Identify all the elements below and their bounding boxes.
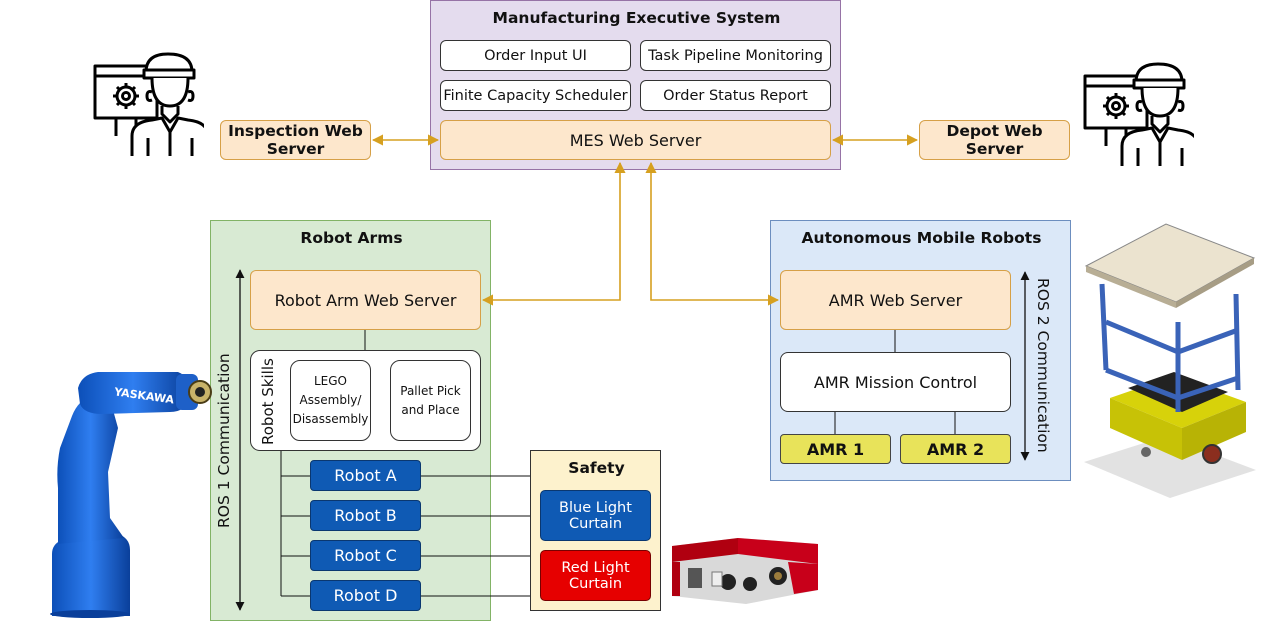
skill-pallet-pick-place[interactable]: Pallet Pick and Place <box>390 360 471 441</box>
order-status-report-box[interactable]: Order Status Report <box>640 80 831 111</box>
amr-1-button[interactable]: AMR 1 <box>780 434 891 464</box>
operator-left-icon <box>93 52 204 156</box>
robot-arm-web-server[interactable]: Robot Arm Web Server <box>250 270 481 330</box>
robot-a-button[interactable]: Robot A <box>310 460 421 491</box>
robot-arms-title: Robot Arms <box>300 229 403 247</box>
finite-capacity-scheduler-box[interactable]: Finite Capacity Scheduler <box>440 80 631 111</box>
task-pipeline-monitoring-box[interactable]: Task Pipeline Monitoring <box>640 40 831 71</box>
amr-2-button[interactable]: AMR 2 <box>900 434 1011 464</box>
safety-cell-image <box>672 538 818 604</box>
ros2-communication-label: ROS 2 Communication <box>1034 278 1052 453</box>
skill-lego-assembly[interactable]: LEGO Assembly/ Disassembly <box>290 360 371 441</box>
red-light-curtain[interactable]: Red Light Curtain <box>540 550 651 601</box>
ros1-communication-label: ROS 1 Communication <box>215 353 233 528</box>
yaskawa-robot-arm-image: YASKAWA <box>50 372 212 618</box>
amr-title: Autonomous Mobile Robots <box>801 229 1042 247</box>
robot-skills-label: Robot Skills <box>259 358 277 445</box>
order-input-ui-box[interactable]: Order Input UI <box>440 40 631 71</box>
mes-amr-link <box>645 161 780 306</box>
safety-title: Safety <box>568 459 625 477</box>
amr-web-server[interactable]: AMR Web Server <box>780 270 1011 330</box>
operator-right-icon <box>1083 62 1194 166</box>
robot-b-button[interactable]: Robot B <box>310 500 421 531</box>
robot-c-button[interactable]: Robot C <box>310 540 421 571</box>
inspection-web-server[interactable]: Inspection Web Server <box>220 120 371 160</box>
depot-web-server[interactable]: Depot Web Server <box>919 120 1070 160</box>
robot-d-button[interactable]: Robot D <box>310 580 421 611</box>
blue-light-curtain[interactable]: Blue Light Curtain <box>540 490 651 541</box>
amr-mission-control[interactable]: AMR Mission Control <box>780 352 1011 412</box>
mes-web-server[interactable]: MES Web Server <box>440 120 831 160</box>
mes-title: Manufacturing Executive System <box>492 9 781 27</box>
mes-robot-arm-link <box>481 161 626 306</box>
amr-robot-image <box>1084 223 1256 498</box>
